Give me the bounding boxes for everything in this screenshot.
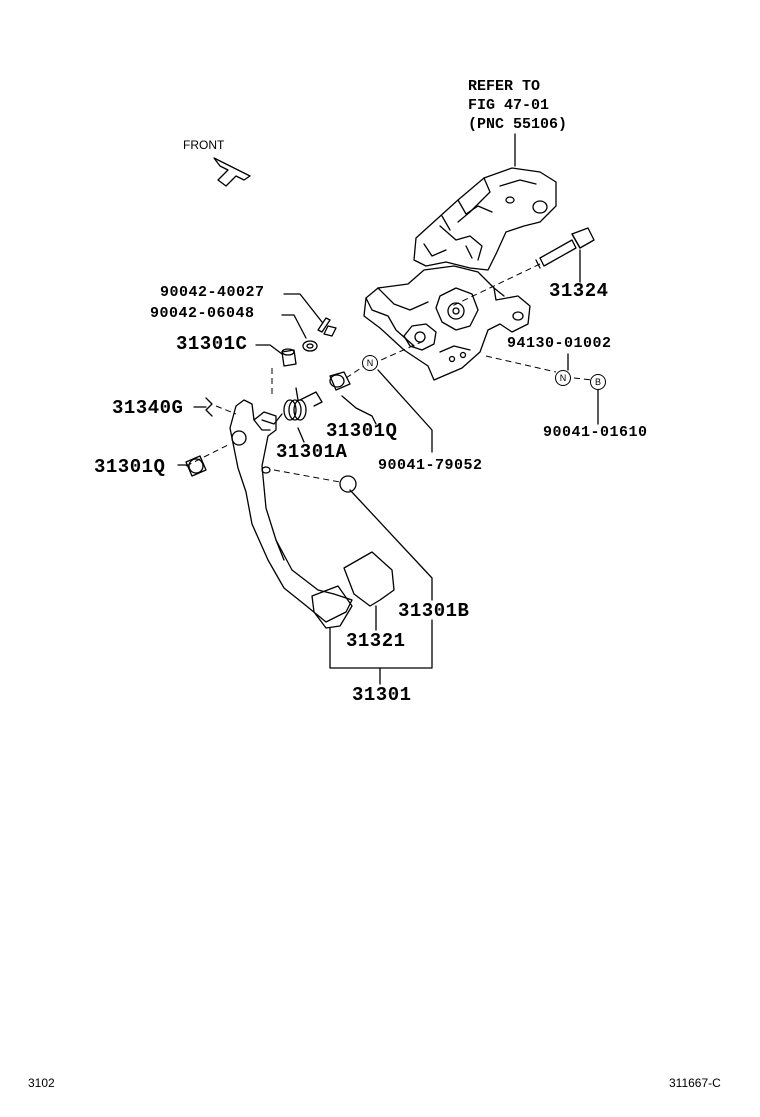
part-label-90041-79052: 90041-79052 bbox=[378, 457, 483, 474]
part-label-90041-01610: 90041-01610 bbox=[543, 424, 648, 441]
part-label-94130-01002: 94130-01002 bbox=[507, 335, 612, 352]
part-label-31340G: 31340G bbox=[112, 397, 184, 419]
part-label-90042-40027: 90042-40027 bbox=[160, 284, 265, 301]
footer-page-code: 3102 bbox=[28, 1076, 55, 1090]
footer-figure-code: 311667-C bbox=[669, 1076, 721, 1090]
pedal-arm-31301 bbox=[229, 399, 353, 623]
bolt-31324 bbox=[535, 227, 595, 269]
bushing-31301Q-left bbox=[185, 455, 207, 477]
part-label-31301C: 31301C bbox=[176, 333, 248, 355]
pedal-pad-31321 bbox=[311, 585, 353, 629]
part-label-31324: 31324 bbox=[549, 280, 609, 302]
pedal-pad-31301B bbox=[343, 551, 395, 607]
torque-marker-n-left: N bbox=[362, 355, 378, 371]
part-label-31301: 31301 bbox=[352, 684, 412, 706]
part-label-31301B: 31301B bbox=[398, 600, 470, 622]
spring-31301A bbox=[261, 387, 323, 425]
part-label-31301Q-right: 31301Q bbox=[326, 420, 398, 442]
pedal-bracket bbox=[363, 167, 557, 381]
bushing-31301Q-right bbox=[329, 371, 351, 391]
collar-31301C bbox=[281, 348, 297, 367]
refer-note-line3: (PNC 55106) bbox=[468, 116, 568, 133]
bolt-90042-40027 bbox=[317, 317, 337, 337]
refer-note-line1: REFER TO bbox=[468, 78, 541, 95]
clip-31340G bbox=[205, 397, 213, 417]
part-label-90042-06048: 90042-06048 bbox=[150, 305, 255, 322]
torque-marker-b: B bbox=[590, 374, 606, 390]
refer-note-line2: FIG 47-01 bbox=[468, 97, 550, 114]
torque-marker-n-right: N bbox=[555, 370, 571, 386]
part-label-31301A: 31301A bbox=[276, 441, 348, 463]
part-label-31301Q-left: 31301Q bbox=[94, 456, 166, 478]
front-label: FRONT bbox=[183, 138, 225, 152]
washer-90042-06048 bbox=[302, 340, 318, 352]
stopper-cushion bbox=[339, 475, 357, 493]
front-arrow-icon bbox=[213, 157, 251, 187]
part-label-31321: 31321 bbox=[346, 630, 406, 652]
